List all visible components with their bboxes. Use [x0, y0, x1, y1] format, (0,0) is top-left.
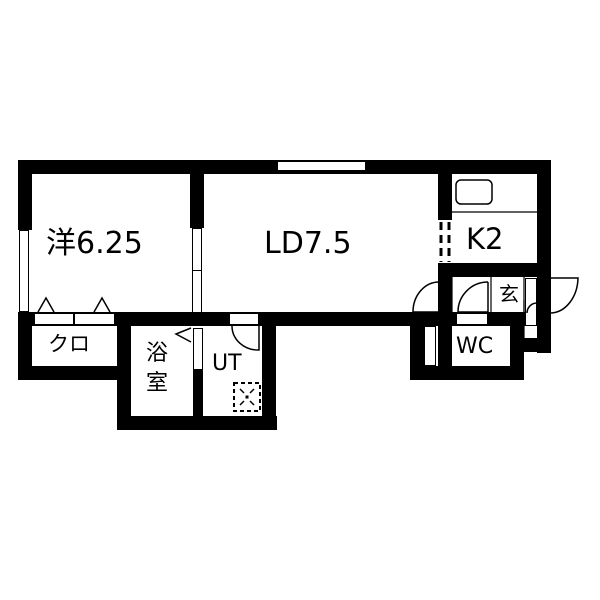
room-label-western: 洋6.25 — [46, 226, 143, 261]
window-western-left — [19, 230, 29, 312]
wall-left-lower — [18, 312, 32, 380]
wall-left-upper — [18, 160, 32, 230]
window-bath-ut — [193, 328, 203, 370]
wc-outer-window — [424, 326, 436, 366]
entry-frame — [525, 278, 537, 326]
wall-wc-outer-left — [410, 312, 424, 380]
wall-ut-right — [262, 315, 276, 430]
wall-bath-left — [117, 315, 131, 430]
wall-bath-ut — [193, 370, 203, 420]
wall-entry-left — [438, 263, 452, 323]
room-label-wc: WC — [456, 334, 494, 359]
wall-closet-bottom — [18, 366, 122, 380]
wall-kitchen-bottom — [438, 263, 551, 277]
wall-mid-horizontal — [18, 312, 438, 326]
closet-door-2 — [74, 313, 115, 325]
wall-wc-right — [510, 312, 524, 380]
room-label-ld: LD7.5 — [264, 226, 352, 261]
wall-entry-right — [537, 263, 551, 353]
wall-bath-bottom — [117, 416, 277, 430]
ut-door-panel — [229, 313, 259, 325]
room-label-utility: UT — [212, 351, 242, 376]
closet-door-1 — [34, 313, 74, 325]
room-label-bath-top: 浴 — [146, 341, 169, 366]
room-label-kitchen: K2 — [466, 222, 504, 256]
wall-ld-kitchen — [438, 160, 452, 220]
room-label-closet: クロ — [48, 332, 90, 356]
wall-western-ld — [190, 160, 204, 228]
wc-door-panel — [456, 313, 488, 325]
window-western-ld-2 — [192, 270, 202, 313]
wall-wc-left — [438, 312, 452, 380]
room-label-entrance: 玄 — [499, 282, 519, 306]
window-ld-top — [277, 161, 366, 171]
wall-entry-notch — [524, 338, 551, 352]
room-label-bath-bottom: 室 — [146, 371, 169, 396]
wall-right — [537, 160, 551, 278]
